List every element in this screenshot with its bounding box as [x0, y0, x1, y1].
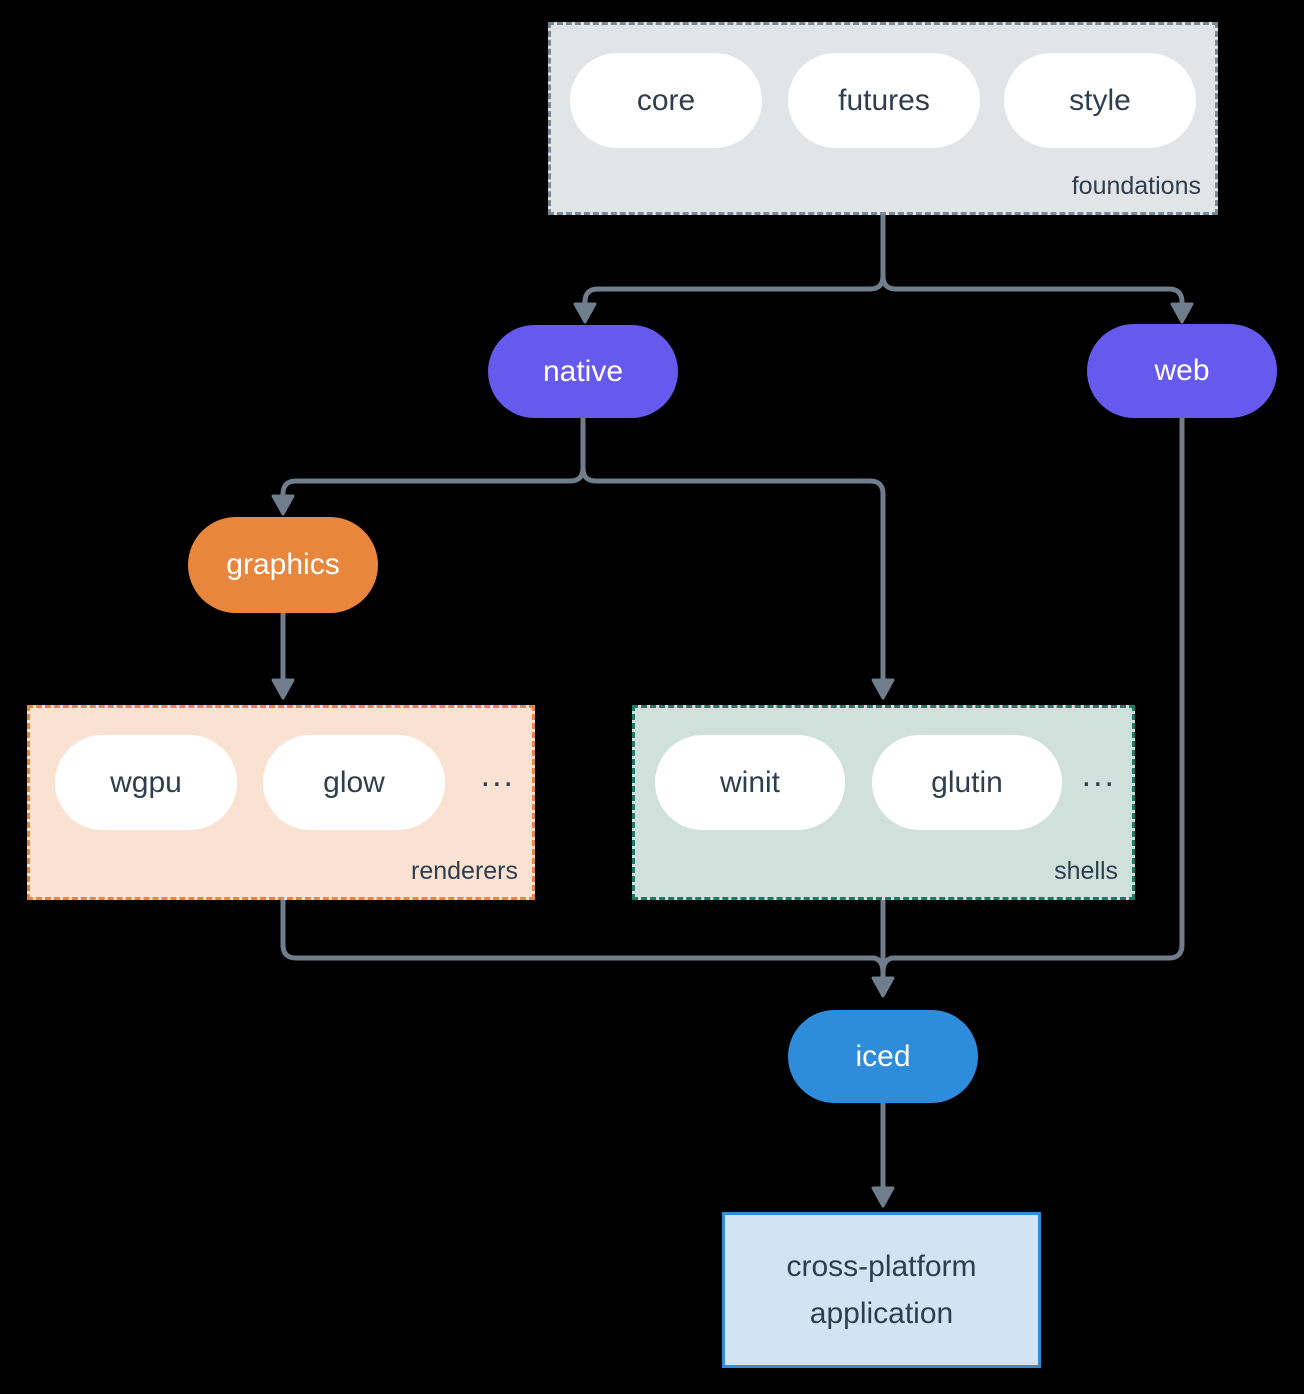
pill-winit: winit: [655, 735, 845, 830]
foundations-label: foundations: [1071, 172, 1201, 200]
arrow-native-shells: [580, 465, 886, 685]
shells-ellipsis: ...: [1081, 756, 1116, 794]
application-box: cross-platform application: [722, 1212, 1041, 1368]
pill-futures: futures: [788, 53, 980, 148]
pill-iced: iced: [788, 1010, 978, 1103]
pill-wgpu: wgpu: [55, 735, 237, 830]
renderers-ellipsis: ...: [480, 756, 515, 794]
arrowhead-graphics: [271, 494, 295, 516]
shells-group: winit glutin ... shells: [632, 705, 1135, 900]
pill-graphics: graphics: [188, 517, 378, 613]
pill-core: core: [570, 53, 762, 148]
arrowhead-web: [1170, 302, 1194, 324]
arrowhead-shells: [871, 678, 895, 700]
arrowhead-application: [871, 1186, 895, 1208]
foundations-group: core futures style foundations: [548, 22, 1218, 215]
application-label: cross-platform application: [786, 1250, 977, 1330]
renderers-group: wgpu glow ... renderers: [27, 705, 535, 900]
arrow-foundations-native: [582, 212, 886, 309]
pill-web: web: [1087, 324, 1277, 418]
arrow-renderers-iced: [280, 897, 886, 975]
arrowhead-renderers: [271, 678, 295, 700]
pill-glutin: glutin: [872, 735, 1062, 830]
arrowhead-iced: [871, 976, 895, 998]
pill-style: style: [1004, 53, 1196, 148]
arrowhead-native: [573, 302, 597, 324]
pill-native: native: [488, 325, 678, 418]
arrow-foundations-web: [880, 273, 1185, 309]
renderers-label: renderers: [411, 857, 518, 885]
arrow-native-graphics: [280, 415, 586, 501]
shells-label: shells: [1054, 857, 1118, 885]
pill-glow: glow: [263, 735, 445, 830]
